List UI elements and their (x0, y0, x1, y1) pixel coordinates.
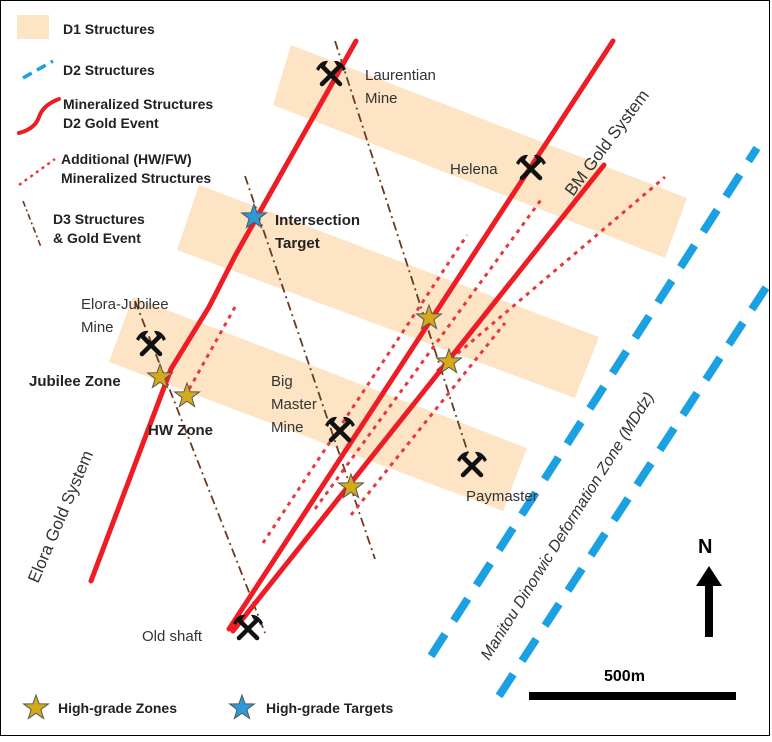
legend-additional-label-1: Additional (HW/FW) (61, 151, 192, 167)
bm-mineralized-structure-2 (230, 162, 607, 634)
big-master-label-2: Master (271, 396, 317, 413)
legend-additional-label-2: Mineralized Structures (61, 170, 211, 186)
additional-line-1 (185, 306, 237, 394)
laurentian-label-2: Mine (365, 90, 398, 107)
mddz-label: Manitou Dinorwic Deformation Zone (MDdz) (478, 389, 658, 663)
d1-band-3 (109, 297, 527, 511)
d3-structures (134, 40, 470, 634)
big-master-label-3: Mine (271, 419, 304, 436)
legend-high-grade-zones-label: High-grade Zones (58, 700, 177, 716)
elora-gold-system-label: Elora Gold System (24, 448, 97, 586)
mineralized-structures (88, 38, 616, 634)
legend-mineralized-label-2: D2 Gold Event (63, 115, 159, 131)
legend-mineralized-label-1: Mineralized Structures (63, 96, 213, 112)
helena-label: Helena (450, 161, 498, 178)
d2-structures (427, 145, 772, 699)
d3-line-2 (244, 175, 376, 560)
additional-line-2 (261, 234, 469, 544)
elora-jubilee-label-2: Mine (81, 319, 114, 336)
paymaster-label: Paymaster (466, 488, 538, 505)
legend-d1-swatch (17, 15, 49, 39)
legend-high-grade-targets-label: High-grade Targets (266, 700, 394, 716)
legend-blue-star-icon (229, 694, 255, 719)
jubilee-zone-label: Jubilee Zone (29, 373, 121, 390)
big-master-label-1: Big (271, 373, 293, 390)
north-arrow: N (696, 536, 722, 637)
additional-line-3 (313, 196, 545, 510)
north-arrow-icon (696, 566, 722, 637)
hw-zone-label: HW Zone (148, 422, 213, 439)
north-label: N (698, 536, 712, 558)
legend-d3-label-2: & Gold Event (53, 230, 141, 246)
legend-mineralized-swatch (17, 97, 61, 135)
laurentian-label-1: Laurentian (365, 67, 436, 84)
legend-d3-swatch (22, 200, 42, 248)
d1-band-1 (273, 45, 687, 258)
elora-jubilee-label-1: Elora-Jubilee (81, 296, 169, 313)
intersection-label-1: Intersection (275, 212, 360, 229)
scale-bar-rect (529, 692, 736, 700)
scale-bar: 500m (529, 668, 736, 700)
legend-d2-label: D2 Structures (63, 62, 155, 78)
d3-line-1 (334, 40, 470, 457)
d3-line-3 (134, 300, 266, 634)
legend-d2-swatch (22, 59, 54, 80)
d1-band-2 (177, 185, 599, 398)
additional-mineralized-structures (185, 175, 666, 544)
intersection-label-2: Target (275, 235, 320, 252)
legend-gold-star-icon (23, 694, 49, 719)
legend-d3-label-1: D3 Structures (53, 211, 145, 227)
d1-structures (109, 45, 687, 511)
d2-line-1 (427, 145, 761, 659)
scale-label: 500m (604, 668, 645, 685)
old-shaft-label: Old shaft (142, 628, 203, 645)
legend-d1-label: D1 Structures (63, 21, 155, 37)
bm-mineralized-structure-1 (226, 38, 616, 632)
legend-additional-swatch (18, 157, 56, 187)
elora-mineralized-structure (88, 38, 359, 584)
legend: D1 Structures D2 Structures Mineralized … (17, 15, 394, 719)
